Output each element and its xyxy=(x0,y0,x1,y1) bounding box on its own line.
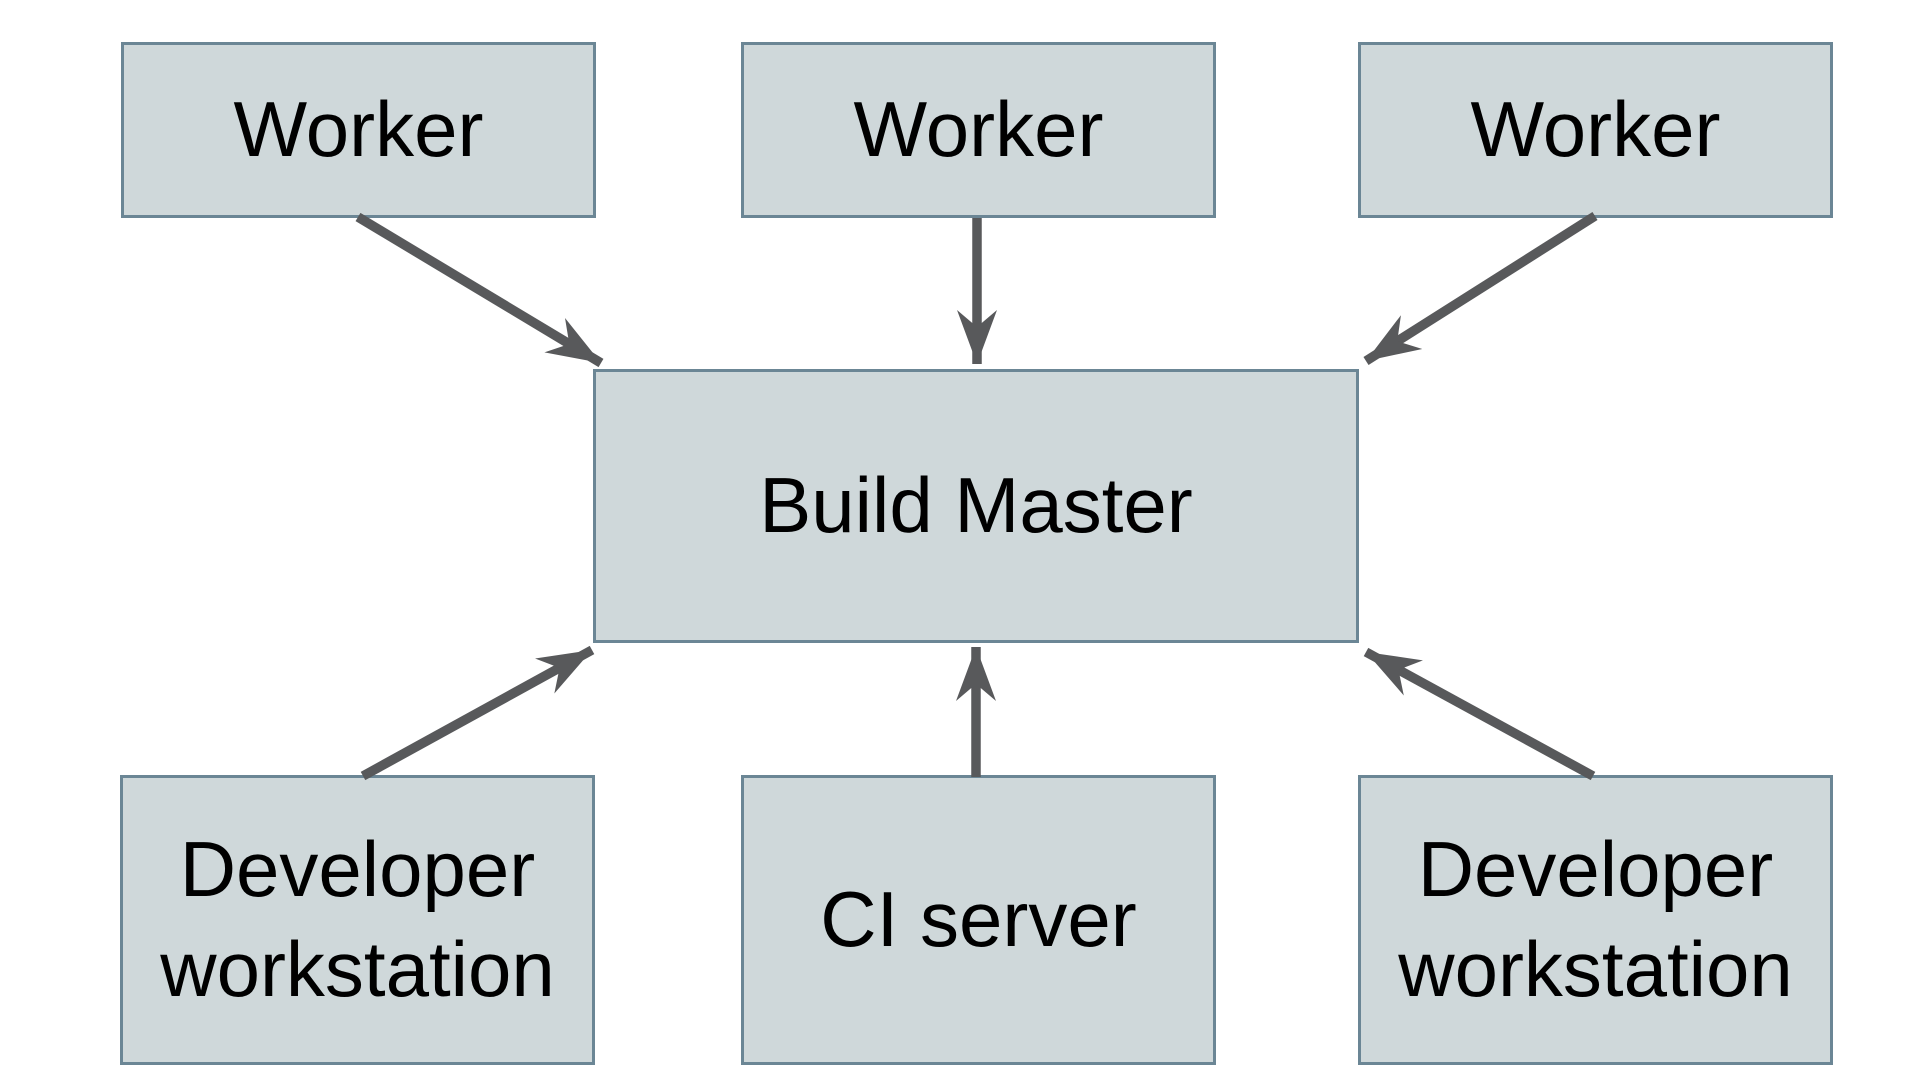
node-build-master-label: Build Master xyxy=(759,461,1193,550)
node-build-master: Build Master xyxy=(593,369,1359,643)
node-worker-3: Worker xyxy=(1358,42,1833,218)
arrow-worker-1-to-build-master xyxy=(355,212,604,368)
node-ci-server-label: CI server xyxy=(820,875,1137,964)
node-developer-workstation-left: Developer workstation xyxy=(120,775,595,1065)
node-developer-workstation-left-label: Developer workstation xyxy=(160,825,555,1013)
node-worker-2-label: Worker xyxy=(853,85,1104,174)
arrow-worker-3-to-build-master xyxy=(1363,211,1598,366)
node-worker-1-label: Worker xyxy=(233,85,484,174)
node-worker-3-label: Worker xyxy=(1470,85,1721,174)
node-developer-workstation-right: Developer workstation xyxy=(1358,775,1833,1065)
arrow-dev-workstation-left-to-build-master xyxy=(360,645,595,781)
node-developer-workstation-right-label: Developer workstation xyxy=(1398,825,1793,1013)
node-worker-2: Worker xyxy=(741,42,1216,218)
node-worker-1: Worker xyxy=(121,42,596,218)
node-ci-server: CI server xyxy=(741,775,1216,1065)
arrow-dev-workstation-right-to-build-master xyxy=(1363,647,1596,781)
